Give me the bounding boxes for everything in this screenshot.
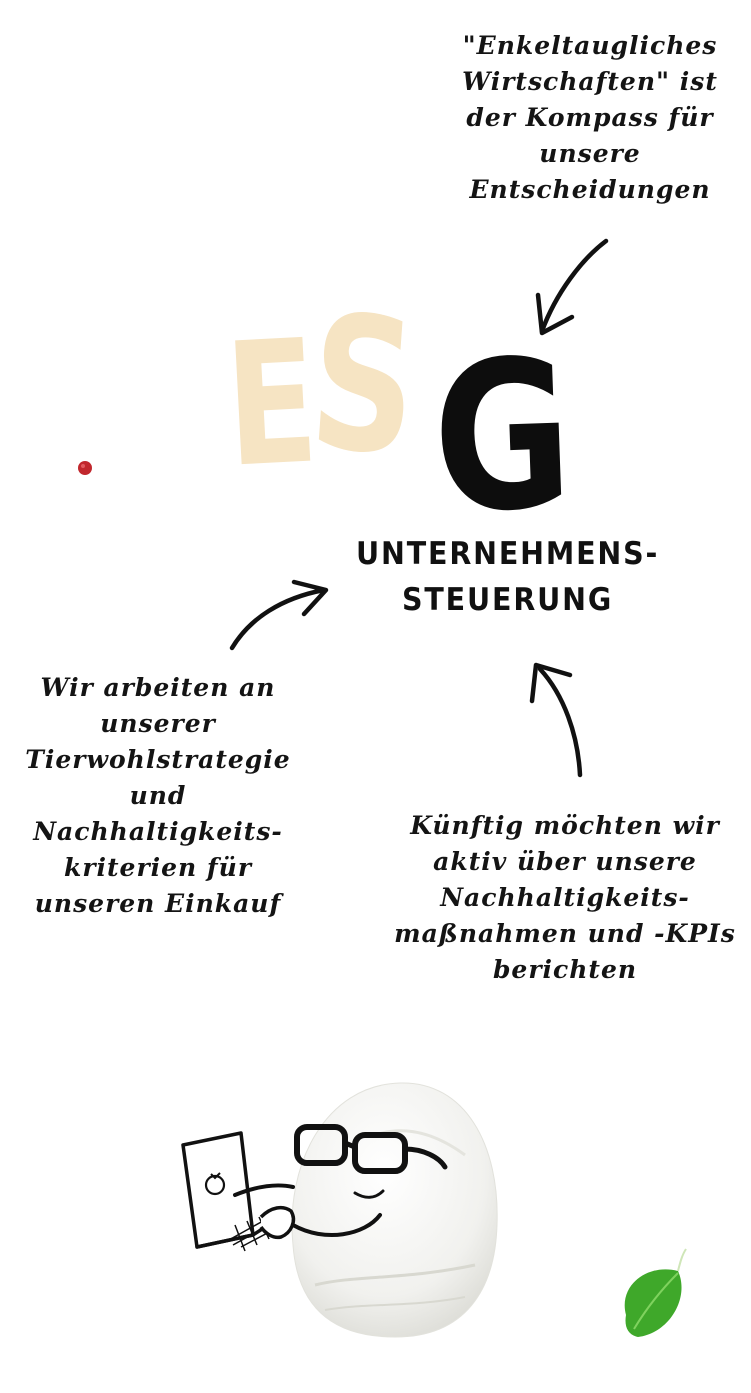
note-line: kriterien für xyxy=(64,853,252,882)
note-line: aktiv über unsere xyxy=(433,847,697,876)
heading-steuerung: STEUERUNG xyxy=(402,582,614,618)
note-line: unseren Einkauf xyxy=(34,889,282,918)
note-line: "Enkeltaugliches xyxy=(462,31,718,60)
note-line: Wir arbeiten an xyxy=(40,673,276,702)
red-dot-icon xyxy=(78,461,92,475)
mozzarella-character xyxy=(181,1082,498,1338)
arrow-down-left-icon xyxy=(535,238,609,336)
basil-leaf-icon xyxy=(624,1248,687,1337)
note-line: Nachhaltigkeits- xyxy=(33,817,283,846)
note-line: Wirtschaften" ist xyxy=(462,67,718,96)
note-kpi-berichte: Künftig möchten wir aktiv über unsere Na… xyxy=(390,808,740,988)
note-line: maßnahmen und -KPIs xyxy=(394,919,736,948)
note-enkeltaugliches-wirtschaften: "Enkeltaugliches Wirtschaften" ist der K… xyxy=(440,28,740,208)
note-line: Tierwohlstrategie xyxy=(25,745,291,774)
note-line: berichten xyxy=(492,955,638,984)
note-line: unsere xyxy=(539,139,641,168)
arrow-up-icon xyxy=(529,662,583,778)
heading-unternehmens: UNTERNEHMENS- xyxy=(356,536,660,572)
arrow-up-right-icon xyxy=(229,579,329,651)
esg-letter-s: S xyxy=(304,274,423,497)
note-line: Entscheidungen xyxy=(469,175,711,204)
note-line: Nachhaltigkeits- xyxy=(440,883,690,912)
esg-letter-g: G xyxy=(429,316,576,559)
note-line: und xyxy=(129,781,187,810)
note-line: der Kompass für xyxy=(466,103,714,132)
note-line: Künftig möchten wir xyxy=(410,811,720,840)
note-tierwohlstrategie: Wir arbeiten an unserer Tierwohlstrategi… xyxy=(8,670,308,922)
tomato-logo-icon xyxy=(204,1172,226,1196)
glasses-icon xyxy=(294,1124,448,1174)
note-line: unserer xyxy=(100,709,216,738)
